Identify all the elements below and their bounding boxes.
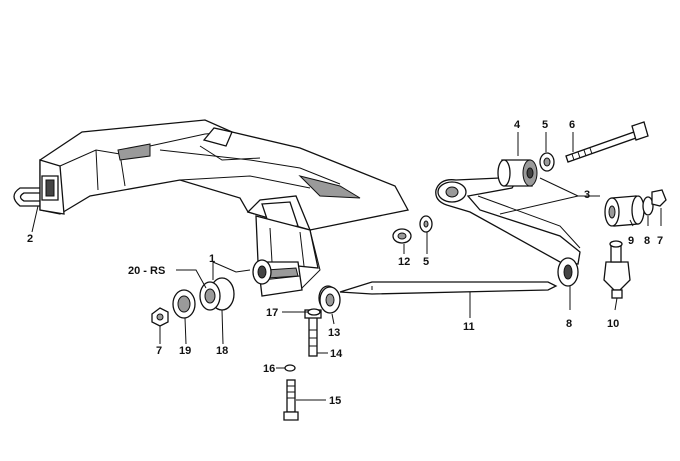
bushing-4 bbox=[497, 159, 538, 187]
callout-2: 2 bbox=[27, 233, 33, 245]
callout-20-rs: 20 - RS bbox=[128, 265, 165, 277]
callout-4: 4 bbox=[514, 119, 521, 131]
callout-1: 1 bbox=[209, 253, 215, 265]
left-bushing-group bbox=[151, 259, 272, 327]
bolt-15 bbox=[283, 379, 299, 421]
bushing-9 bbox=[604, 195, 645, 227]
callout-17: 17 bbox=[266, 307, 278, 319]
leader-lines bbox=[31, 132, 662, 401]
callout-13: 13 bbox=[328, 327, 340, 339]
callout-19: 19 bbox=[179, 345, 191, 357]
clip-16 bbox=[284, 364, 296, 372]
callout-5-top: 5 bbox=[542, 119, 548, 131]
callout-7-left: 7 bbox=[156, 345, 162, 357]
callout-9: 9 bbox=[628, 235, 634, 247]
washer-13 bbox=[319, 286, 341, 314]
washer-17 bbox=[307, 308, 321, 316]
callout-7-right: 7 bbox=[657, 235, 663, 247]
callout-10: 10 bbox=[607, 318, 619, 330]
nut-7-right bbox=[651, 189, 667, 207]
callout-8-bottom: 8 bbox=[566, 318, 572, 330]
axle-carrier bbox=[13, 119, 409, 297]
callout-18: 18 bbox=[216, 345, 228, 357]
washer-5-top bbox=[539, 152, 555, 172]
control-arm bbox=[435, 175, 581, 287]
callout-16: 16 bbox=[263, 363, 275, 375]
callout-12: 12 bbox=[398, 256, 410, 268]
callout-3: 3 bbox=[584, 189, 590, 201]
callout-15: 15 bbox=[329, 395, 341, 407]
callout-14: 14 bbox=[330, 348, 343, 360]
callout-11: 11 bbox=[463, 321, 475, 333]
callout-labels: 1 2 3 4 5 6 7 8 9 10 8 11 12 5 13 14 15 … bbox=[27, 119, 663, 407]
callout-6: 6 bbox=[569, 119, 575, 131]
washer-8-right bbox=[642, 196, 654, 216]
bolt-14 bbox=[304, 309, 322, 357]
tension-rod bbox=[318, 281, 558, 311]
bushing-12 bbox=[392, 228, 412, 244]
callout-5-mid: 5 bbox=[423, 256, 429, 268]
callout-8-right: 8 bbox=[644, 235, 650, 247]
washer-5-mid bbox=[419, 215, 433, 233]
bolt-6 bbox=[565, 121, 649, 163]
ball-joint-10 bbox=[603, 240, 631, 299]
